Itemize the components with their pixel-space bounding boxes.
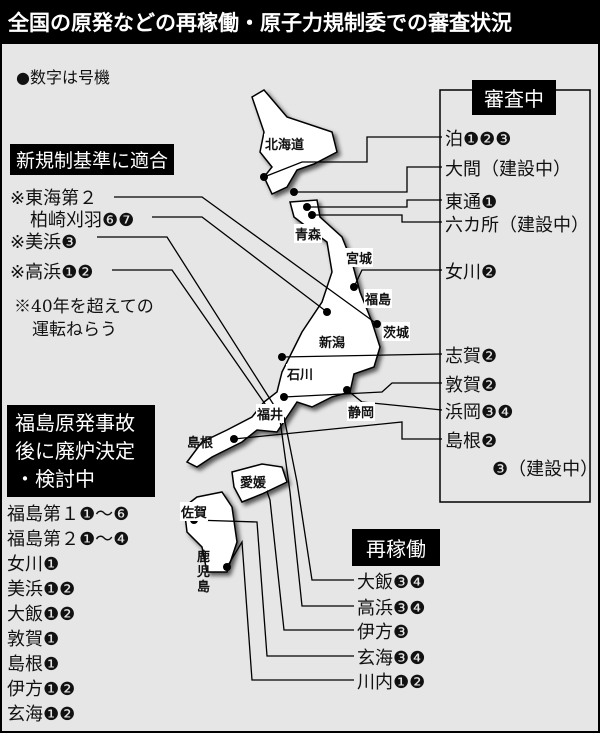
approved-header: 新規制基準に適合: [10, 144, 175, 175]
approved-note: 運転ねらう: [32, 320, 117, 340]
label-niigata: 新潟: [318, 332, 347, 351]
decommission-item: 敦賀❶: [7, 629, 60, 650]
review-item: 女川❷: [445, 258, 498, 284]
review-item: 浜岡❸❹: [445, 398, 514, 424]
restarted-item: 玄海❸❹: [357, 648, 426, 669]
decommission-item: 福島第１❶〜❻: [7, 504, 130, 525]
label-shizuoka: 静岡: [347, 402, 376, 421]
review-item: 志賀❷: [445, 342, 498, 368]
label-ehime: 愛媛: [239, 472, 268, 491]
restarted-item: 伊方❸: [357, 622, 410, 643]
label-aomori: 青森: [294, 224, 323, 243]
label-ishikawa: 石川: [286, 364, 315, 383]
approved-note: ※40年を超えての: [14, 297, 154, 317]
approved-item: ※高浜❶❷: [10, 262, 94, 283]
header-line: ・検討中: [15, 467, 95, 491]
header-line: 後に廃炉決定: [15, 439, 135, 463]
restarted-item: 高浜❸❹: [357, 598, 426, 619]
label-kagoshima: 鹿児島: [197, 550, 211, 595]
decommission-header: 福島原発事故 後に廃炉決定 ・検討中: [7, 405, 155, 497]
restarted-item: 大飯❸❹: [357, 572, 426, 593]
review-item: 六カ所（建設中）: [445, 211, 589, 237]
label-hokkaido: 北海道: [264, 134, 306, 153]
decommission-item: 伊方❶❷: [7, 679, 76, 700]
decommission-item: 美浜❶❷: [7, 579, 76, 600]
page-title: 全国の原発などの再稼働・原子力規制委での審査状況: [2, 2, 598, 44]
review-item: 島根❷: [445, 427, 498, 453]
honshu-shape: [185, 199, 381, 468]
label-saga: 佐賀: [180, 502, 209, 521]
label-shimane: 島根: [187, 436, 214, 451]
legend-note: ●数字は号機: [16, 68, 110, 87]
decommission-item: 玄海❶❷: [7, 704, 76, 725]
label-miyagi: 宮城: [345, 248, 374, 267]
review-item: ❸（建設中）: [492, 459, 599, 480]
review-item: 泊❶❷❸: [445, 125, 512, 151]
label-fukui: 福井: [256, 404, 285, 423]
header-line: 福島原発事故: [15, 411, 135, 435]
restarted-header: 再稼働: [352, 529, 440, 566]
approved-item: 柏崎刈羽❻❼: [30, 210, 135, 231]
under-review-header: 審査中: [472, 80, 556, 115]
approved-item: ※東海第２: [10, 188, 98, 209]
decommission-item: 福島第２❶〜❹: [7, 529, 130, 550]
decommission-item: 島根❶: [7, 654, 60, 675]
review-item: 東通❶: [445, 188, 498, 214]
decommission-item: 大飯❶❷: [7, 604, 76, 625]
review-item: 敦賀❷: [445, 371, 498, 397]
decommission-list: 福島第１❶〜❻ 福島第２❶〜❹ 女川❶ 美浜❶❷ 大飯❶❷ 敦賀❶ 島根❶ 伊方…: [7, 502, 129, 727]
restarted-item: 川内❶❷: [357, 672, 426, 693]
approved-item: ※美浜❸: [10, 232, 78, 253]
review-item: 大間（建設中）: [445, 155, 571, 181]
label-fukushima: 福島: [364, 289, 393, 308]
decommission-item: 女川❶: [7, 554, 60, 575]
label-ibaraki: 茨城: [382, 322, 411, 341]
